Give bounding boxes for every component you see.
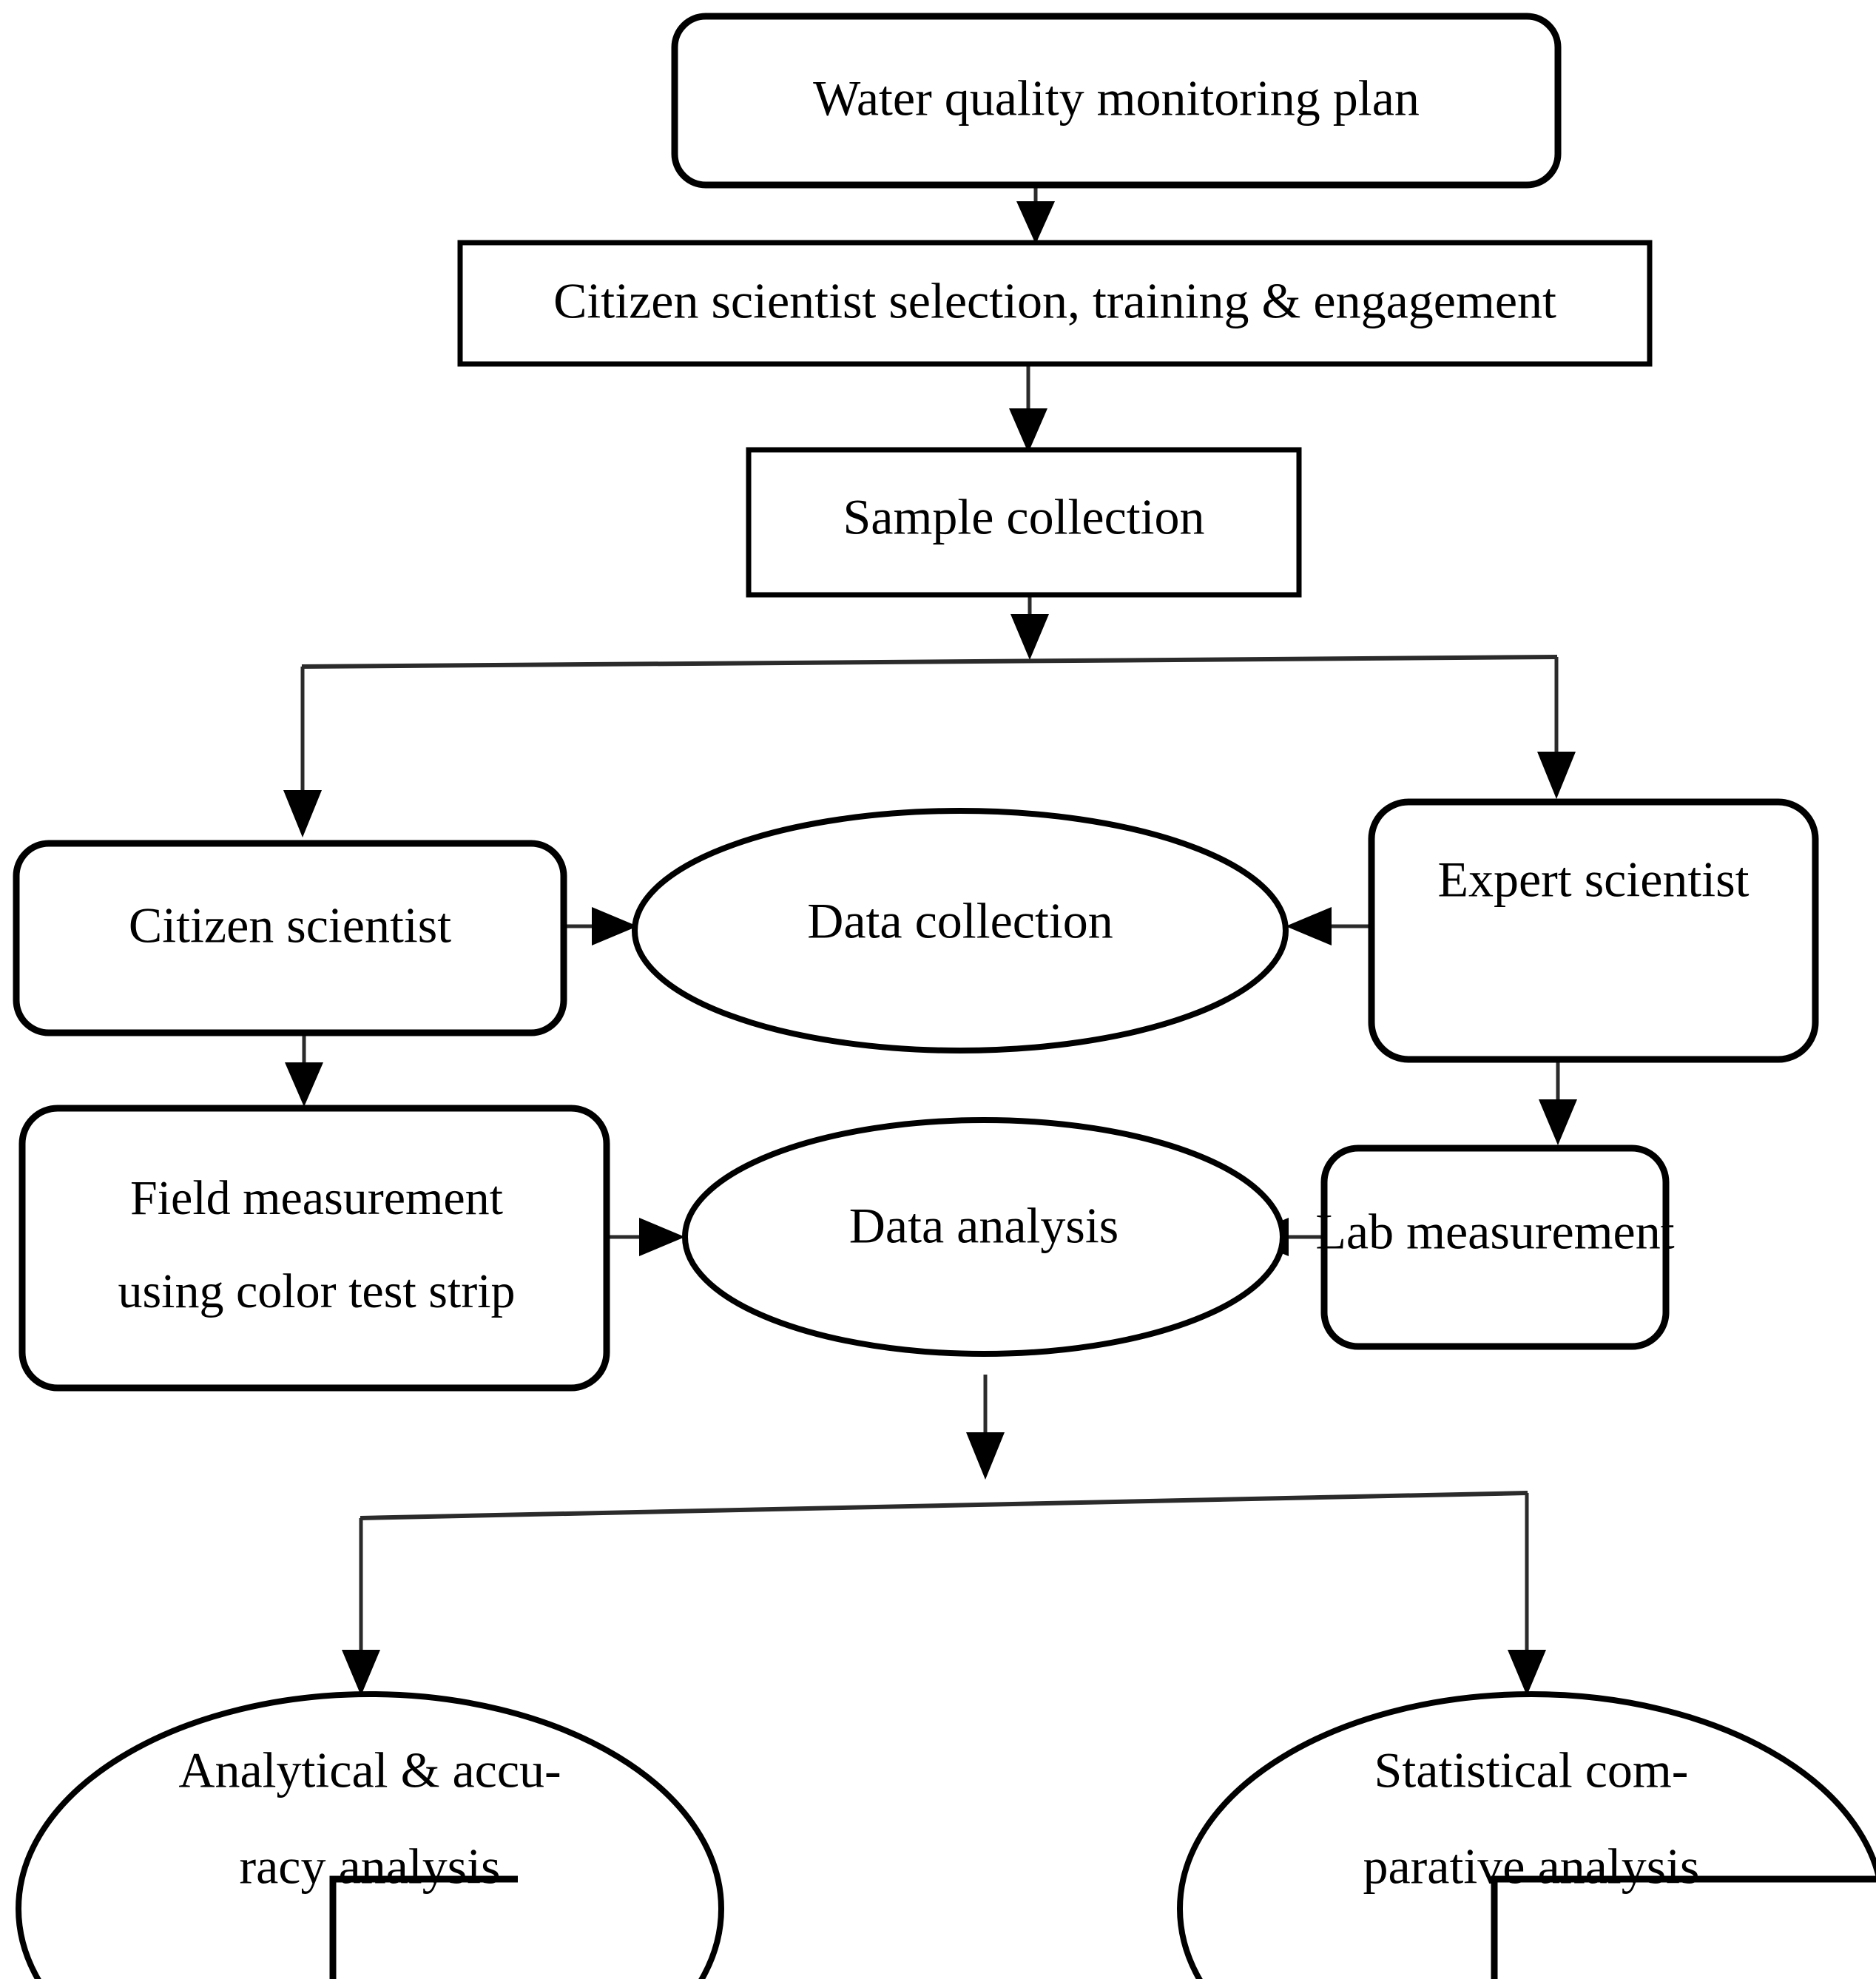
node-label-plan: Water quality monitoring plan <box>813 70 1420 127</box>
node-label-citizen: Citizen scientist <box>129 897 451 954</box>
node-data-analysis[interactable]: Data analysis <box>682 1117 1286 1357</box>
node-water-quality-monitoring-plan[interactable]: Water quality monitoring plan <box>671 13 1562 189</box>
node-citizen-scientist[interactable]: Citizen scientist <box>13 840 567 1036</box>
node-label-statistical-line2: parative analysis <box>1363 1838 1699 1895</box>
split-bar-bottom <box>342 1491 1546 1696</box>
node-label-selection: Citizen scientist selection, training & … <box>553 273 1556 329</box>
edge-expert-to-lab <box>1539 1059 1577 1145</box>
edge-citizen-to-field <box>285 1030 323 1107</box>
node-label-statistical-line1: Statistical com- <box>1374 1742 1689 1798</box>
node-label-sample: Sample collection <box>843 489 1204 545</box>
edge-expert-to-data-collection <box>1286 907 1370 945</box>
node-label-analytical-line1: Analytical & accu- <box>178 1742 561 1798</box>
node-label-analytical-line2: racy analysis <box>239 1838 500 1895</box>
node-label-lab: Lab measurement <box>1315 1204 1674 1260</box>
node-label-field-line2: using color test strip <box>118 1264 515 1318</box>
node-analytical-accuracy-analysis[interactable]: Analytical & accu- racy analysis <box>16 1691 806 1979</box>
node-lab-measurement[interactable]: Lab measurement <box>1315 1144 1675 1350</box>
node-statistical-comparative-analysis[interactable]: Statistical com- parative analysis <box>1177 1691 1876 1979</box>
node-label-field-line1: Field measurement <box>130 1171 503 1225</box>
edge-sample-to-split <box>1010 593 1049 660</box>
node-label-expert: Expert scientist <box>1437 852 1749 908</box>
node-data-collection[interactable]: Data collection <box>632 808 1289 1053</box>
edge-citizen-to-data-collection <box>564 907 638 945</box>
split-bar-top <box>283 655 1576 837</box>
edge-data-analysis-to-split <box>966 1375 1005 1480</box>
node-label-data-collection: Data collection <box>807 893 1113 949</box>
node-sample-collection[interactable]: Sample collection <box>746 447 1302 598</box>
node-expert-scientist[interactable]: Expert scientist <box>1368 798 1819 1063</box>
edge-plan-to-selection <box>1016 186 1055 244</box>
edge-selection-to-sample <box>1009 364 1047 453</box>
node-label-data-analysis: Data analysis <box>849 1198 1118 1254</box>
node-field-measurement[interactable]: Field measurement using color test strip <box>18 1105 610 1392</box>
node-citizen-scientist-selection[interactable]: Citizen scientist selection, training & … <box>457 240 1653 367</box>
edge-field-to-data-analysis <box>607 1218 685 1256</box>
